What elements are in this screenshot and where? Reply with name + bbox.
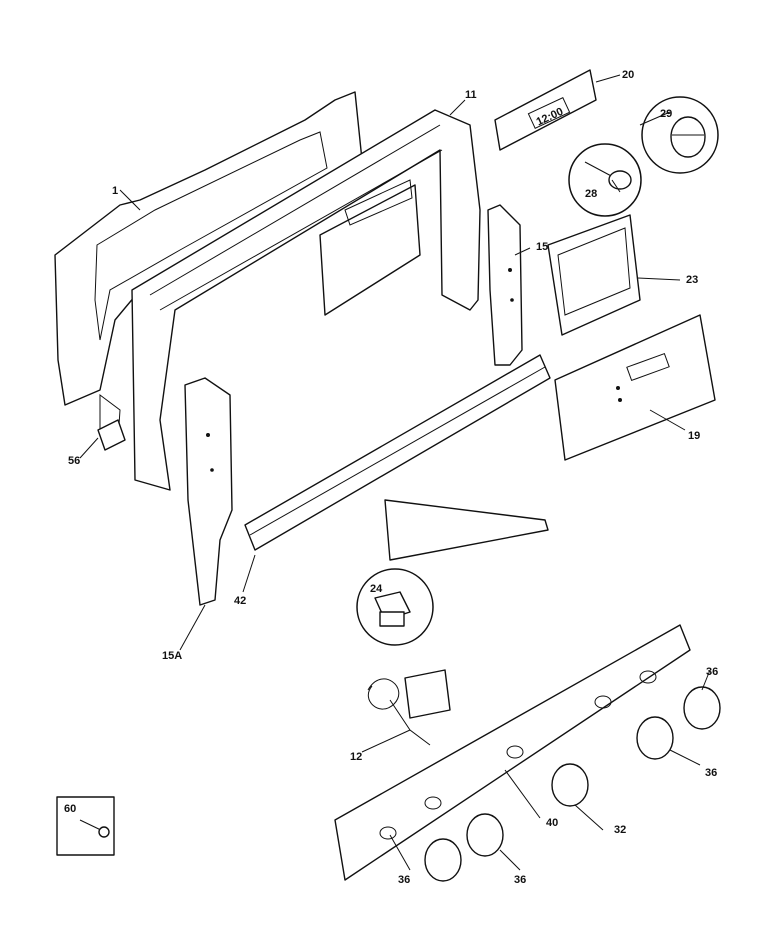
knob-36-middle-right	[636, 716, 674, 760]
part-20-clock-module: 12:00	[494, 69, 597, 151]
part-19-control-panel	[384, 314, 716, 561]
part-24-switch-detail	[356, 568, 434, 646]
callout-labels: 1 11 20 29 28 15 23 19 56 42 15A 24 36 3…	[64, 69, 718, 886]
callout-32: 32	[614, 824, 626, 836]
callout-15a: 15A	[162, 650, 182, 662]
callout-19: 19	[688, 430, 700, 442]
callout-29: 29	[660, 108, 672, 120]
part-12-sensor	[367, 669, 451, 746]
callout-42: 42	[234, 595, 246, 607]
callout-24: 24	[370, 583, 383, 595]
part-60-screw-box	[56, 796, 115, 856]
part-40-manifold-panel	[334, 624, 691, 881]
part-11-console-frame	[131, 109, 481, 491]
callout-23: 23	[686, 274, 698, 286]
callout-40: 40	[546, 817, 558, 829]
part-28-detail	[568, 143, 642, 217]
part-42-channel	[244, 354, 551, 551]
callout-20: 20	[622, 69, 634, 81]
part-23-bracket	[547, 214, 641, 336]
leader-lines	[79, 74, 711, 871]
callout-15: 15	[536, 241, 548, 253]
callout-1: 1	[112, 185, 118, 197]
part-15a-left-bracket	[184, 377, 233, 606]
part-56-clip	[97, 419, 126, 451]
callout-36-bottom: 36	[514, 874, 526, 886]
knob-36-bottom	[466, 813, 504, 857]
callout-12: 12	[350, 751, 362, 763]
knob-36-lower-left	[424, 838, 462, 882]
callout-11: 11	[465, 89, 477, 101]
callout-36-lower-left: 36	[398, 874, 410, 886]
knob-36-upper-right	[683, 686, 721, 730]
callout-36-middle-right: 36	[705, 767, 717, 779]
callout-36-upper-right: 36	[706, 666, 718, 678]
callout-28: 28	[585, 188, 597, 200]
callout-60: 60	[64, 803, 76, 815]
part-29-detail	[641, 96, 719, 174]
knob-group	[424, 686, 721, 882]
knob-32	[551, 763, 589, 807]
part-15-right-bracket	[487, 204, 523, 366]
callout-56: 56	[68, 455, 80, 467]
